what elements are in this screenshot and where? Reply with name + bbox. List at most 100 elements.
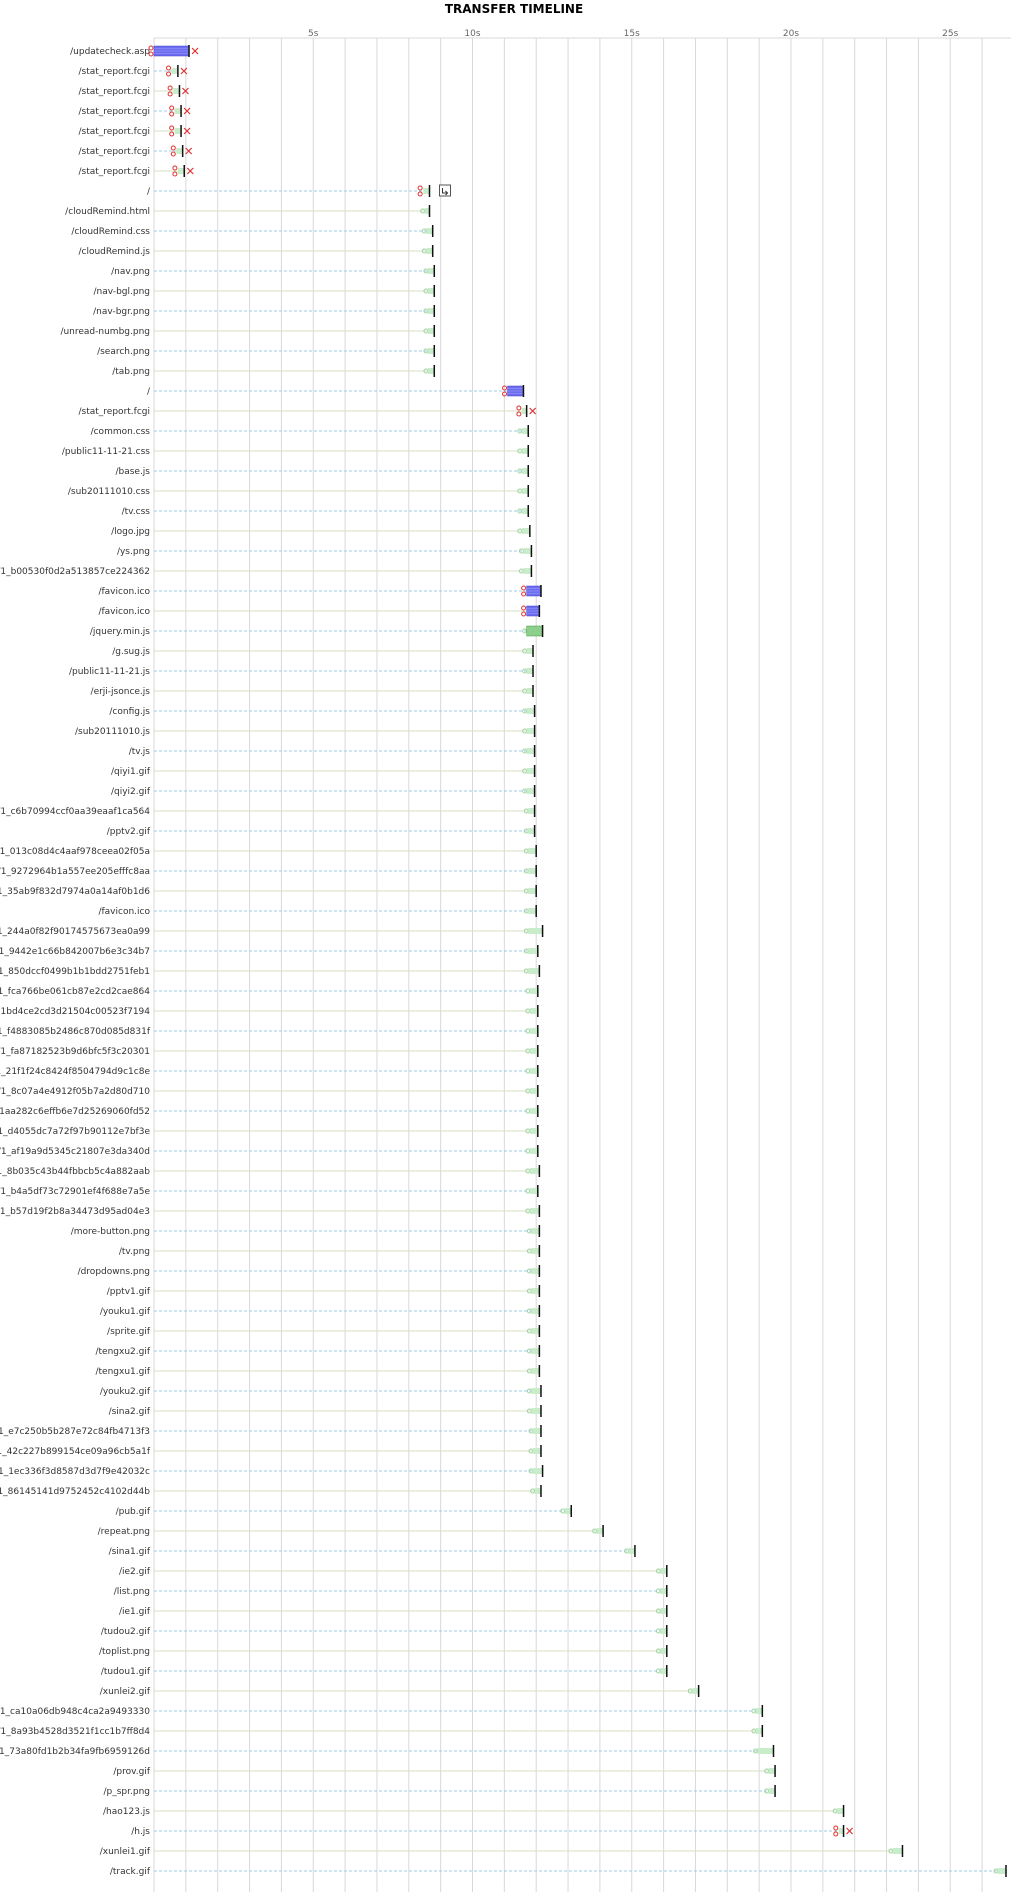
request-row: /favicon.ico xyxy=(98,585,542,597)
transfer-bar xyxy=(526,708,535,714)
error-cross-icon xyxy=(191,47,199,55)
request-url-label: /1_af19a9d5345c21807e3da340d xyxy=(0,1147,150,1157)
request-url-label: /1_b4a5df73c72901ef4f688e7a5e xyxy=(0,1187,150,1197)
transfer-bar xyxy=(177,168,185,174)
request-url-label: /tudou2.gif xyxy=(101,1627,151,1637)
transfer-bar xyxy=(174,128,182,134)
transfer-bar xyxy=(596,1528,604,1534)
request-row: /updatecheck.asp xyxy=(70,45,199,57)
dns-dot xyxy=(148,45,154,51)
request-url-label: /tudou1.gif xyxy=(101,1667,151,1677)
transfer-bar xyxy=(174,108,182,114)
request-url-label: /1_8a93b4528d3521f1cc1b7ff8d4 xyxy=(0,1727,150,1737)
request-url-label: /stat_report.fcgi xyxy=(79,107,150,117)
request-url-label: /1_9272964b1a557ee205efffc8aa xyxy=(0,867,150,877)
transfer-bar xyxy=(531,1348,540,1354)
request-url-label: /1_86145141d9752452c4102d44b xyxy=(0,1487,150,1497)
request-row: /cloudRemind.js xyxy=(78,245,434,257)
request-url-label: /list.png xyxy=(114,1587,150,1597)
request-url-label: /qiyi2.gif xyxy=(111,787,151,797)
transfer-bar xyxy=(521,408,527,414)
request-row: /1_af19a9d5345c21807e3da340d xyxy=(0,1145,539,1157)
request-row: /stat_report.fcgi xyxy=(79,125,191,137)
grid-layer xyxy=(153,37,1011,1892)
transfer-bar xyxy=(529,1028,538,1034)
request-row: /more-button.png xyxy=(71,1225,541,1237)
transfer-bar xyxy=(526,768,535,774)
request-row: /public11-11-21.css xyxy=(62,445,529,457)
request-url-label: /1_21f1f24c8424f8504794d9c1c8e xyxy=(0,1067,150,1077)
request-row: /stat_report.fcgi xyxy=(79,85,189,97)
request-row: /1_86145141d9752452c4102d44b xyxy=(0,1485,542,1497)
request-row: /ie2.gif xyxy=(119,1565,668,1577)
transfer-bar xyxy=(660,1568,667,1574)
request-row: /xunlei1.gif xyxy=(100,1845,904,1857)
request-url-label: /xunlei2.gif xyxy=(100,1687,151,1697)
request-row: /hao123.js xyxy=(103,1805,845,1817)
request-url-label: /pptv1.gif xyxy=(107,1287,151,1297)
request-row: /1_e7c250b5b287e72c84fb4713f3 xyxy=(0,1425,542,1437)
transfer-bar xyxy=(521,528,530,534)
request-url-label: /1_42c227b899154ce09a96cb5a1f xyxy=(0,1447,151,1457)
transfer-bar xyxy=(521,448,529,454)
transfer-bar xyxy=(529,1048,538,1054)
request-row: /toplist.png xyxy=(99,1645,668,1657)
request-url-label: /1_73a80fd1b2b34fa9fb6959126d xyxy=(0,1747,150,1757)
connect-dot xyxy=(169,111,175,117)
transfer-bar xyxy=(173,88,180,94)
request-row: /d1bd4ce2cd3d21504c00523f7194 xyxy=(0,1005,539,1017)
transfer-bar xyxy=(838,1828,844,1834)
connect-dot xyxy=(833,1831,839,1837)
transfer-bar xyxy=(529,1088,538,1094)
transfer-bar xyxy=(427,348,435,354)
transfer-bar xyxy=(528,968,540,974)
request-row: /stat_report.fcgi xyxy=(79,65,188,77)
request-row: /youku1.gif xyxy=(100,1305,541,1317)
request-row: /1_21f1f24c8424f8504794d9c1c8e xyxy=(0,1065,539,1077)
request-url-label: /1_fa87182523b9d6bfc5f3c20301 xyxy=(0,1047,150,1057)
request-url-label: /hao123.js xyxy=(103,1807,150,1817)
request-row: /tv.png xyxy=(119,1245,541,1257)
request-url-label: /youku2.gif xyxy=(100,1387,151,1397)
transfer-bar xyxy=(523,568,532,574)
transfer-bar xyxy=(526,728,535,734)
request-url-label: /stat_report.fcgi xyxy=(79,87,150,97)
request-row: /tudou1.gif xyxy=(101,1665,668,1677)
request-url-label: /stat_report.fcgi xyxy=(79,127,150,137)
connect-dot xyxy=(521,591,527,597)
request-url-label: /1_f4883085b2486c870d085d831f xyxy=(0,1027,151,1037)
request-url-label: /sina2.gif xyxy=(109,1407,151,1417)
request-url-label: /erji-jsonce.js xyxy=(91,687,151,697)
request-url-label: /sprite.gif xyxy=(107,1327,151,1337)
request-row: /1_b57d19f2b8a34473d95ad04e3 xyxy=(0,1205,541,1217)
transfer-bar xyxy=(529,1168,540,1174)
request-row: /tengxu1.gif xyxy=(95,1365,541,1377)
request-url-label: /stat_report.fcgi xyxy=(79,407,150,417)
request-row: /qiyi1.gif xyxy=(111,765,536,777)
request-url-label: / xyxy=(147,187,151,197)
request-url-label: /1_35ab9f832d7974a0a14af0b1d6 xyxy=(0,887,150,897)
request-url-label: /unread-numbg.png xyxy=(60,327,150,337)
transfer-bar xyxy=(521,508,529,514)
transfer-bar xyxy=(692,1688,699,1694)
request-row: /1_8c07a4e4912f05b7a2d80d710 xyxy=(0,1085,539,1097)
request-url-label: /1aa282c6effb6e7d25269060fd52 xyxy=(0,1107,150,1117)
request-url-label: /favicon.ico xyxy=(98,907,150,917)
request-row: /1_42c227b899154ce09a96cb5a1f xyxy=(0,1445,542,1457)
transfer-bar xyxy=(998,1868,1006,1874)
request-url-label: /nav-bgl.png xyxy=(93,287,150,297)
request-row: /favicon.ico xyxy=(98,605,541,617)
redirect-box-icon xyxy=(439,184,452,197)
request-url-label: /sina1.gif xyxy=(109,1547,151,1557)
request-url-label: /1_013c08d4c4aaf978ceea02f05a xyxy=(0,847,150,857)
transfer-bar xyxy=(755,1728,763,1734)
redirect-arrow-icon xyxy=(442,188,449,196)
request-row: /1_013c08d4c4aaf978ceea02f05a xyxy=(0,845,537,857)
request-row: /stat_report.fcgi xyxy=(79,145,193,157)
error-cross-icon xyxy=(529,407,537,415)
request-row: /1_8b035c43b44fbbcb5c4a882aab xyxy=(0,1165,541,1177)
request-row: /base.js xyxy=(115,465,529,477)
transfer-bar xyxy=(529,1148,538,1154)
x-tick-label: 10s xyxy=(464,29,480,39)
transfer-bar xyxy=(660,1648,667,1654)
